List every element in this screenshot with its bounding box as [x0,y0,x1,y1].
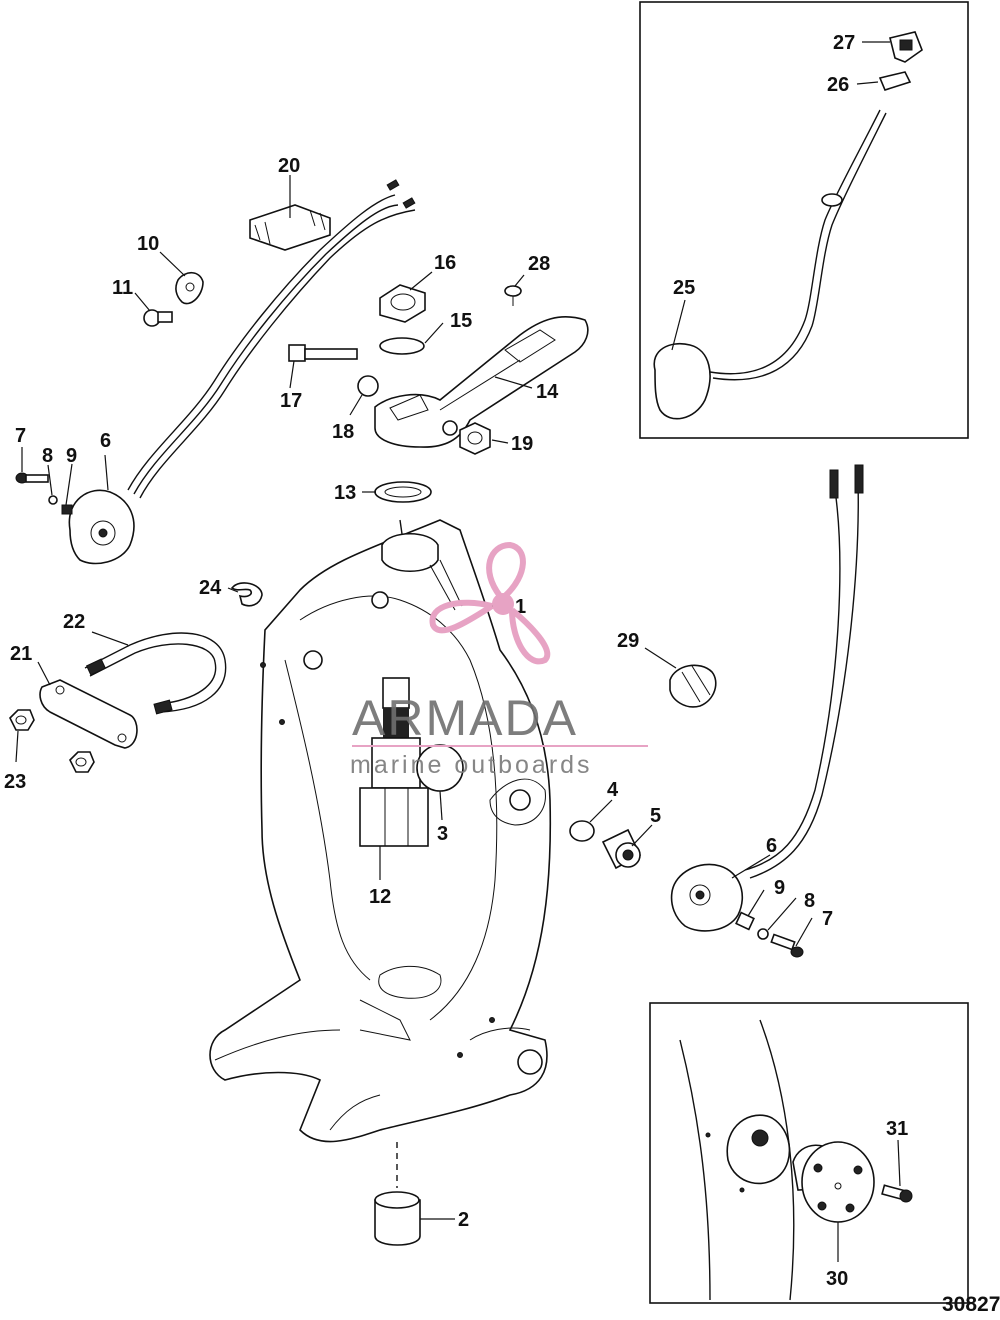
callout-8-left: 8 [42,445,53,467]
part-16-nut [379,284,426,323]
callout-22: 22 [63,611,85,633]
callout-12: 12 [369,886,391,908]
part-17-bolt [288,344,358,362]
callout-5: 5 [650,805,661,827]
part-18-washer [357,375,379,397]
callouts: 1 2 3 4 5 6 6 7 7 8 8 9 9 10 11 12 13 14… [4,32,908,1290]
callout-24: 24 [199,577,222,599]
part-21-plate [39,679,138,749]
callout-17: 17 [280,390,302,412]
callout-28: 28 [528,253,550,275]
part-23-nut-b [69,751,95,773]
callout-25: 25 [673,277,695,299]
callout-31: 31 [886,1118,908,1140]
part-27-connector [889,31,923,63]
part-31-screw [881,1184,913,1203]
callout-11: 11 [112,277,133,299]
part-8-washer-right [757,928,769,940]
callout-29: 29 [617,630,639,652]
callout-14: 14 [536,381,559,403]
watermark-subtitle: marine outboards [350,751,593,779]
callout-7-left: 7 [15,425,26,447]
part-9-spacer-right [735,911,755,931]
callout-23: 23 [4,771,26,793]
part-22-ubolt [84,632,227,715]
part-30-plug [792,1141,875,1223]
part-20-bracket [249,204,331,251]
armada-logo: ARMADA marine outboards [350,541,648,779]
callout-9-left: 9 [66,445,77,467]
part-2-bushing [374,1142,421,1246]
part-10-plate [175,271,204,305]
callout-18: 18 [332,421,354,443]
propeller-icon [429,541,551,665]
callout-27: 27 [833,32,855,54]
wire-harness-right [744,464,864,879]
inset-bracket-detail [679,1019,795,1301]
part-4-bushing [569,820,595,842]
callout-21: 21 [10,643,32,665]
inset-box-bottom [649,1002,969,1304]
callout-4: 4 [607,779,619,801]
callout-26: 26 [827,74,849,96]
leader-lines [15,41,901,1262]
part-14-arm [374,316,589,448]
callout-1: 1 [515,596,526,618]
part-23-nut-a [9,709,35,731]
callout-2: 2 [458,1209,469,1231]
part-7-screw-left [15,472,49,484]
inset-box-top [639,1,969,439]
part-8-washer-left [48,495,58,505]
part-29-clip [669,664,717,708]
callout-15: 15 [450,310,472,332]
callout-16: 16 [434,252,456,274]
part-7-screw-right [770,933,804,958]
callout-9-right: 9 [774,877,785,899]
part-19-nut [459,422,491,455]
part-5-bushing [601,828,642,870]
callout-7-right: 7 [822,908,833,930]
watermark-title: ARMADA [352,690,578,746]
callout-3: 3 [437,823,448,845]
callout-8-right: 8 [804,890,815,912]
part-15-washer [379,337,425,355]
callout-19: 19 [511,433,533,455]
part-24-clip [230,582,263,607]
figure-number: 30827 [942,1293,1000,1316]
callout-6-right: 6 [766,835,777,857]
part-6-sensor-left [68,489,135,565]
callout-13: 13 [334,482,356,504]
callout-6-left: 6 [100,430,111,452]
part-28-screw [504,285,522,306]
part-13-washer [374,481,432,503]
callout-20: 20 [278,155,300,177]
callout-30: 30 [826,1268,848,1290]
wire-harness-left [127,179,416,499]
part-6-sensor-right [670,863,744,932]
part-11-bolt [143,309,173,327]
callout-10: 10 [137,233,159,255]
part-26-connector [878,71,912,91]
part-25-sensor [653,109,887,420]
part-9-spacer-left [61,504,73,515]
